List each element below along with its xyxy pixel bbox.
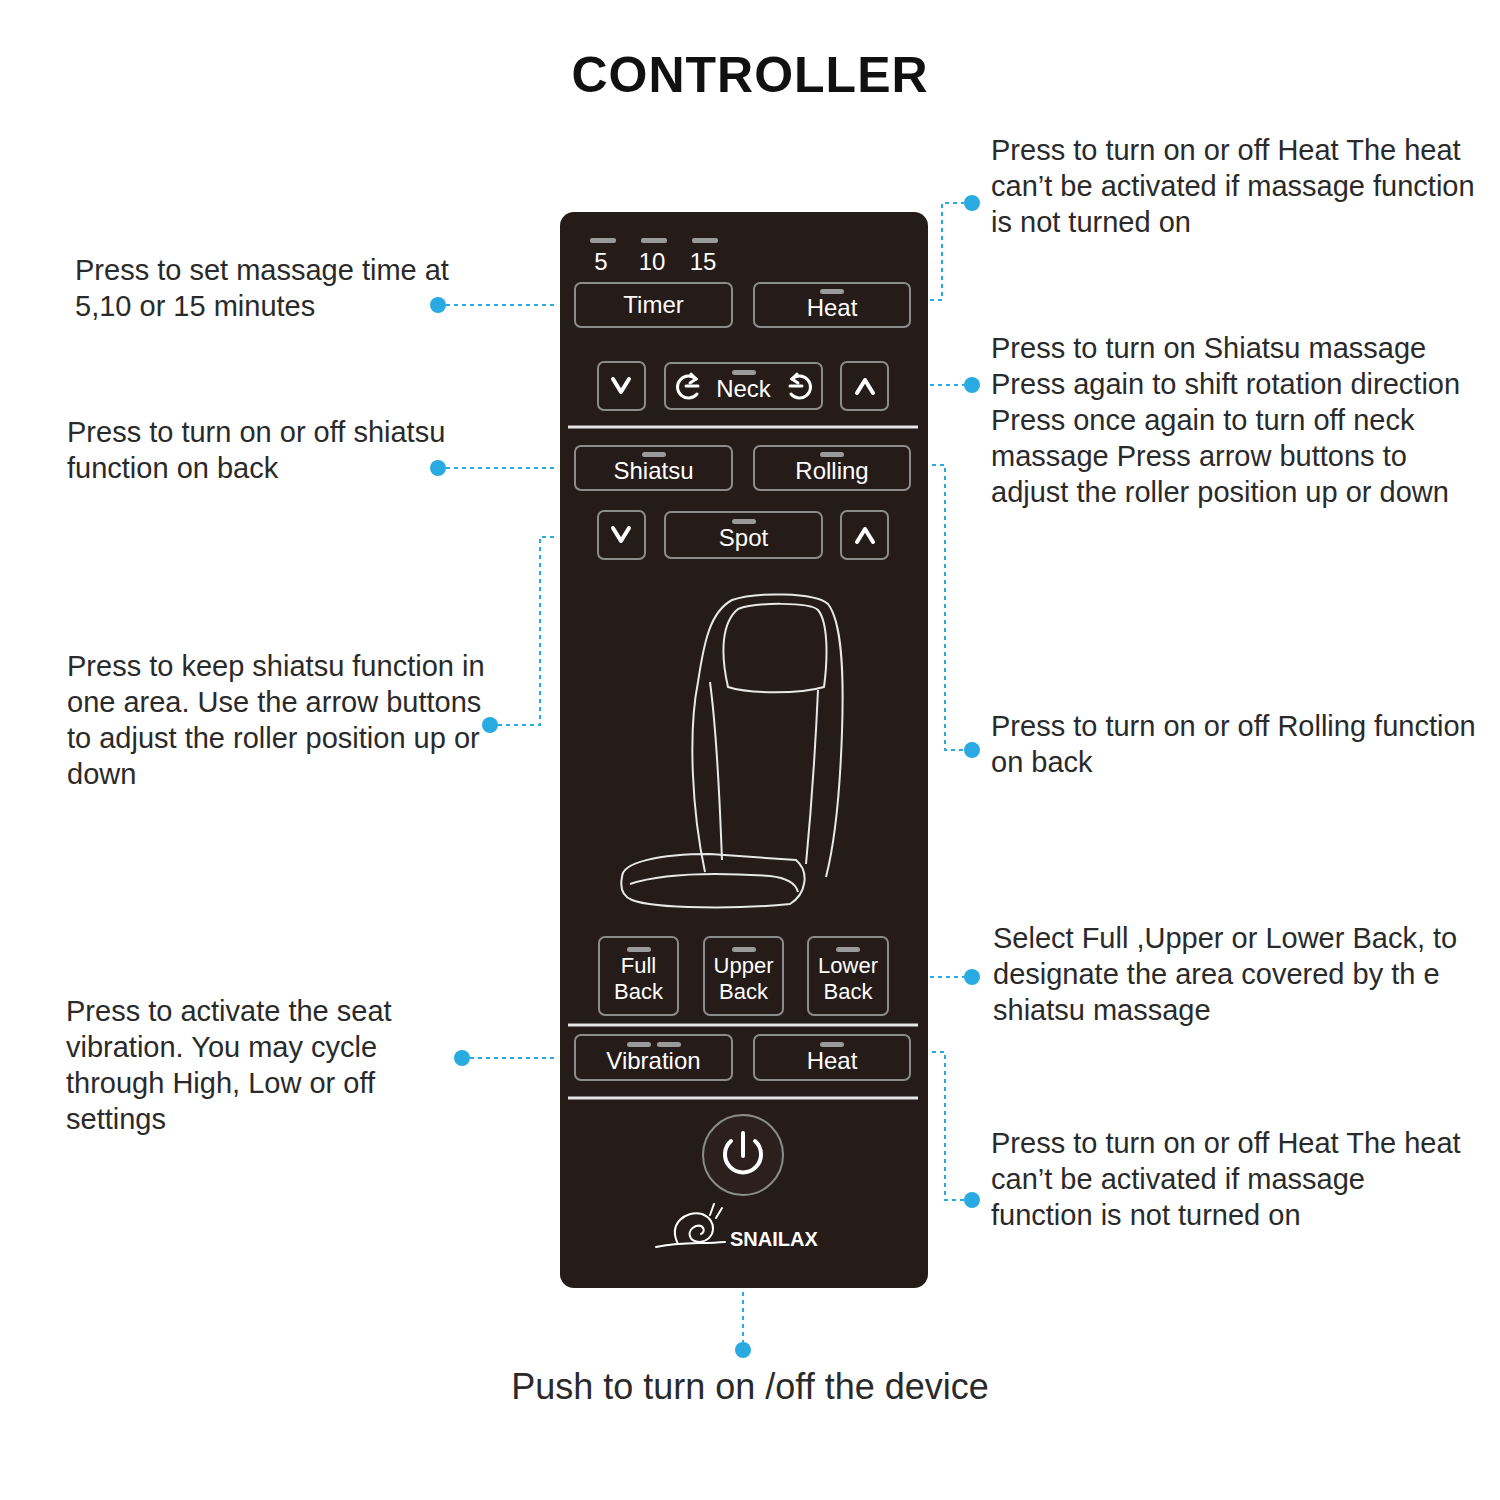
callout-text: Select Full ,Upper or Lower Back, to des…: [993, 920, 1488, 1028]
indicator-light: [820, 452, 844, 457]
panel-text: 10: [639, 249, 666, 275]
callout-text: Press to turn on or off Heat The heat ca…: [991, 1125, 1461, 1233]
control-button: Neck: [664, 362, 823, 410]
button-label: Rolling: [795, 458, 868, 484]
callout-text: Press to keep shiatsu function in one ar…: [67, 648, 507, 792]
indicator-light: [642, 452, 666, 457]
callout-text: Press to turn on or off Heat The heat ca…: [991, 132, 1486, 240]
button-label: Lower Back: [813, 953, 883, 1005]
button-label: Heat: [807, 295, 858, 321]
indicator-light: [732, 947, 756, 952]
panel-text: 5: [594, 249, 607, 275]
indicator-light: [732, 370, 756, 375]
panel-text: SNAILAX: [730, 1226, 818, 1252]
indicator-light: [732, 519, 756, 524]
indicator-lights: [833, 947, 863, 953]
button-label: Upper Back: [709, 953, 778, 1005]
button-label: Full Back: [604, 953, 673, 1005]
controller-panel: 51015SNAILAXTimerHeatNeckShiatsuRollingS…: [560, 212, 928, 1288]
button-label: Shiatsu: [613, 458, 693, 484]
button-label: Heat: [807, 1048, 858, 1074]
indicator-light: [657, 1042, 681, 1047]
callout-text: Press to turn on or off Rolling function…: [991, 708, 1486, 780]
callout-text: Press to set massage time at 5,10 or 15 …: [75, 252, 505, 324]
callout-text: Press to activate the seat vibration. Yo…: [66, 993, 451, 1137]
control-button: Upper Back: [703, 936, 784, 1016]
control-button: Lower Back: [807, 936, 889, 1016]
indicator-light: [820, 1042, 844, 1047]
diagram-title: CONTROLLER: [0, 46, 1500, 104]
button-label: Neck: [716, 376, 771, 402]
control-button: Shiatsu: [574, 445, 733, 491]
button-label: Timer: [623, 292, 683, 318]
indicator-light: [820, 289, 844, 294]
callout-text: Push to turn on /off the device: [0, 1366, 1500, 1408]
button-label: Vibration: [606, 1048, 700, 1074]
callout-text: Press to turn on Shiatsu massage Press a…: [991, 330, 1486, 510]
control-button: Spot: [664, 511, 823, 559]
indicator-light: [836, 947, 860, 952]
button-label: Spot: [719, 525, 768, 551]
control-button: Full Back: [598, 936, 679, 1016]
panel-text: 15: [690, 249, 717, 275]
control-button: Timer: [574, 282, 733, 328]
control-button: Rolling: [753, 445, 911, 491]
indicator-light: [627, 1042, 651, 1047]
control-button: Vibration: [574, 1034, 733, 1081]
control-button: Heat: [753, 282, 911, 328]
indicator-lights: [624, 947, 654, 953]
indicator-lights: [729, 947, 759, 953]
indicator-light: [627, 947, 651, 952]
control-button: Heat: [753, 1034, 911, 1081]
callout-text: Press to turn on or off shiatsu function…: [67, 414, 537, 486]
